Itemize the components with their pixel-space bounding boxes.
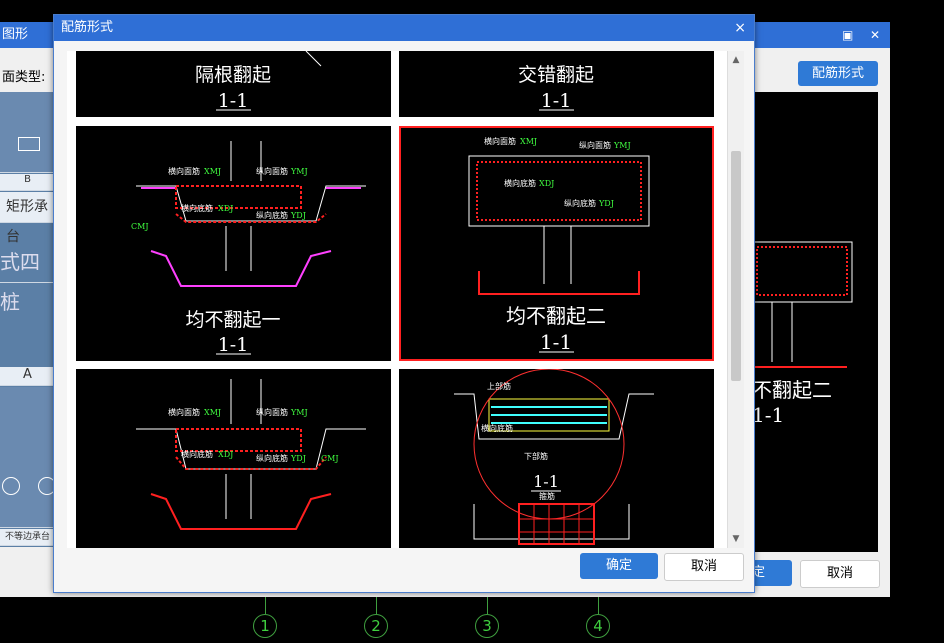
tile-section: 1-1 <box>540 330 572 354</box>
gallery-scrollbar[interactable]: ▲ ▼ <box>727 51 744 548</box>
pile-icon <box>2 477 20 495</box>
label-bottom-bar: 横向底筋 <box>504 178 536 188</box>
rebar-form-button[interactable]: 配筋形式 <box>798 61 878 86</box>
shape-label-uneven[interactable]: 不等边承台 <box>0 529 55 546</box>
tile-drawing: 横向面筋 XMJ 纵向面筋 YMJ 横向底筋 XDJ 纵向底筋 YDJ CMJ <box>136 379 366 530</box>
label-long-top-code: YMJ <box>290 167 308 176</box>
tile-section: 1-1 <box>533 472 559 491</box>
tile-caption: 交错翻起 <box>518 64 594 86</box>
label-side-code: CMJ <box>131 222 149 231</box>
dialog-title: 配筋形式 <box>61 20 114 35</box>
pile-icon <box>38 477 55 495</box>
dialog-titlebar: 配筋形式 × <box>54 15 754 41</box>
label-top-bar: 横向面筋 <box>168 407 200 417</box>
tile-section: 1-1 <box>541 90 572 112</box>
label-long-top: 纵向面筋 <box>579 140 611 150</box>
shape-label-b: B <box>0 174 55 191</box>
label-long-bottom-code: YDJ <box>290 454 306 463</box>
axis-mark-2: 2 <box>364 614 388 638</box>
close-icon[interactable]: × <box>734 20 746 36</box>
label-bottom-bar-code: XDJ <box>218 204 233 213</box>
label-long-bottom: 纵向底筋 <box>256 210 288 220</box>
label-long-bottom: 纵向底筋 <box>256 453 288 463</box>
shape-label-rect[interactable]: 矩形承台 <box>0 192 55 245</box>
shape-list[interactable]: B 矩形承台 式四桩 A 不等边承台 <box>0 92 55 547</box>
label-lower: 下部筋 <box>524 451 548 461</box>
label-side-code: CMJ <box>321 454 339 463</box>
shape-label-a: A <box>0 367 55 386</box>
background-cancel-button[interactable]: 取消 <box>800 560 880 588</box>
hatch-icon <box>18 137 40 151</box>
label-top-bar-code: XMJ <box>204 408 221 417</box>
rebar-form-dialog: 配筋形式 × 隔根翻起 1-1 交错翻起 1-1 <box>53 14 755 593</box>
label-bottom-bar-code: XDJ <box>218 450 233 459</box>
label-top-bar: 横向面筋 <box>484 136 516 146</box>
label-long-top-code: YMJ <box>290 408 308 417</box>
label-bottom-bar-code: XDJ <box>539 179 554 188</box>
tile-staggered-bent[interactable]: 交错翻起 1-1 <box>399 51 714 117</box>
axis-line <box>265 597 266 614</box>
tile-section: 1-1 <box>218 334 249 356</box>
label-long-bottom-code: YDJ <box>290 211 306 220</box>
tile-drawing: 横向面筋 XMJ 纵向面筋 YMJ 横向底筋 XDJ 纵向底筋 YDJ 均不翻起… <box>468 136 650 354</box>
label-bottom-bar: 横向底筋 <box>181 203 213 213</box>
preview-caption: 不翻起二 <box>752 378 832 402</box>
tile-side-bars[interactable]: 横向面筋 XMJ 纵向面筋 YMJ 横向底筋 XDJ 纵向底筋 YDJ CMJ <box>76 369 391 548</box>
label-bottom-bar: 横向底筋 <box>181 449 213 459</box>
scroll-up-icon[interactable]: ▲ <box>732 55 740 65</box>
background-preview: 不翻起二 1-1 <box>752 92 878 552</box>
tile-caption: 均不翻起二 <box>506 304 606 328</box>
tile-drawing: 上部筋 横向底筋 下部筋 1-1 箍筋 <box>454 369 654 545</box>
background-ok-button[interactable]: 定 <box>752 560 792 586</box>
axis-mark-1: 1 <box>253 614 277 638</box>
shape-item[interactable] <box>0 92 55 173</box>
shape-label-four[interactable]: 式四桩 <box>0 242 55 314</box>
label-long-top: 纵向面筋 <box>256 166 288 176</box>
tile-drawing: 交错翻起 1-1 <box>518 64 594 112</box>
tile-caption: 均不翻起一 <box>185 309 280 331</box>
label-top-bar-code: XMJ <box>520 137 537 146</box>
shape-item[interactable] <box>0 387 55 528</box>
label-long-bottom-code: YDJ <box>598 199 614 208</box>
scroll-down-icon[interactable]: ▼ <box>732 534 740 544</box>
axis-line <box>376 597 377 614</box>
tile-caption: 隔根翻起 <box>195 64 271 86</box>
tile-drawing: 隔根翻起 1-1 <box>195 51 322 112</box>
label-long-top: 纵向面筋 <box>256 407 288 417</box>
ok-button[interactable]: 确定 <box>580 553 658 579</box>
label-hoop: 箍筋 <box>539 491 555 501</box>
tile-section: 1-1 <box>218 90 249 112</box>
axis-line <box>598 597 599 614</box>
background-title: 图形 <box>2 27 29 42</box>
preview-section: 1-1 <box>752 403 784 427</box>
label-top-bar-code: XMJ <box>204 167 221 176</box>
label-upper: 上部筋 <box>487 381 511 391</box>
label-top-bar: 横向面筋 <box>168 166 200 176</box>
axis-mark-3: 3 <box>475 614 499 638</box>
label-bottom-bar: 横向底筋 <box>481 423 513 433</box>
scroll-thumb[interactable] <box>731 151 741 381</box>
preview-drawing: 不翻起二 1-1 <box>752 241 853 427</box>
cancel-button[interactable]: 取消 <box>664 553 744 581</box>
label-long-top-code: YMJ <box>613 141 631 150</box>
axis-line <box>487 597 488 614</box>
tile-cup-foundation[interactable]: 上部筋 横向底筋 下部筋 1-1 箍筋 <box>399 369 714 548</box>
tile-alternate-bent[interactable]: 隔根翻起 1-1 <box>76 51 391 117</box>
rebar-form-gallery[interactable]: 隔根翻起 1-1 交错翻起 1-1 <box>67 51 727 548</box>
maximize-icon[interactable]: ▣ <box>842 28 854 42</box>
tile-no-bent-one[interactable]: 横向面筋 XMJ 纵向面筋 YMJ 横向底筋 XDJ 纵向底筋 YDJ CMJ … <box>76 126 391 361</box>
tile-no-bent-two[interactable]: 横向面筋 XMJ 纵向面筋 YMJ 横向底筋 XDJ 纵向底筋 YDJ 均不翻起… <box>399 126 714 361</box>
tile-drawing: 横向面筋 XMJ 纵向面筋 YMJ 横向底筋 XDJ 纵向底筋 YDJ CMJ … <box>131 141 366 356</box>
type-label: 面类型: <box>2 70 46 85</box>
axis-mark-4: 4 <box>586 614 610 638</box>
label-long-bottom: 纵向底筋 <box>564 198 596 208</box>
close-icon[interactable]: ✕ <box>870 28 881 42</box>
